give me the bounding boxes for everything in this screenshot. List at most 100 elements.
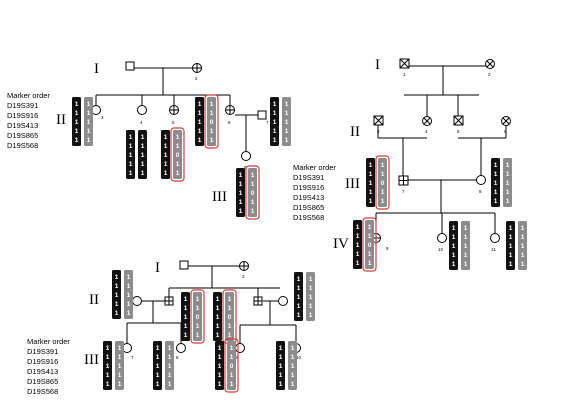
family-b-marker-5: D19S568	[293, 213, 324, 222]
family-c-marker-4: D19S865	[27, 377, 58, 386]
allele-digit: 1	[168, 363, 172, 370]
allele-digit: 1	[106, 381, 110, 388]
haplotype-bar-body	[378, 158, 387, 207]
allele-digit: 1	[494, 180, 498, 187]
female-symbol	[176, 343, 186, 353]
allele-digit: 1	[309, 294, 313, 301]
allele-digit: 1	[196, 323, 200, 330]
family-c-marker-2: D19S916	[27, 357, 58, 366]
haplotype-bar-body	[461, 221, 470, 270]
family-b-marker-4: D19S865	[293, 203, 324, 212]
allele-digit: 1	[273, 119, 277, 126]
allele-digit: 1	[464, 261, 468, 268]
haplotype-highlight-box	[170, 127, 185, 182]
individual-id: 2	[195, 76, 198, 81]
individual-id: 9	[235, 355, 238, 360]
family-a-marker-2: D19S916	[7, 111, 38, 120]
haplotype-bar-body	[181, 292, 190, 341]
allele-digit: 1	[198, 119, 202, 126]
haplotype-bar-body	[138, 130, 147, 179]
allele-digit: 1	[506, 180, 510, 187]
allele-digit: 1	[141, 161, 145, 168]
allele-digit: 1	[210, 110, 214, 117]
allele-digit: 1	[356, 242, 360, 249]
allele-digit: 1	[285, 119, 289, 126]
allele-digit: 1	[141, 152, 145, 159]
allele-digit: 1	[356, 233, 360, 240]
male-symbol	[257, 110, 267, 120]
allele-digit: 1	[87, 110, 91, 117]
family-b-gen-label-2: II	[350, 124, 360, 140]
allele-digit: 1	[184, 296, 188, 303]
allele-digit: 1	[216, 314, 220, 321]
haplotype-bar-body	[227, 341, 236, 390]
haplotype-bar-body	[366, 158, 375, 207]
allele-digit: 1	[176, 161, 180, 168]
allele-digit: 1	[164, 134, 168, 141]
allele-digit: 1	[369, 180, 373, 187]
allele-digit: 1	[216, 323, 220, 330]
family-c: I II III Marker order D19S391 D19S916 D1…	[27, 260, 315, 396]
individual-id: 3	[101, 115, 104, 120]
haplotype-bar-body	[270, 97, 279, 146]
allele-digit: 1	[210, 101, 214, 108]
individual-id: 1	[403, 72, 406, 77]
allele-digit: 1	[228, 323, 232, 330]
allele-digit: 1	[218, 345, 222, 352]
haplotype-highlight-box	[362, 217, 377, 272]
allele-digit: 1	[106, 363, 110, 370]
allele-digit: 1	[509, 243, 513, 250]
allele-digit: 1	[369, 171, 373, 178]
allele-digit: 1	[129, 161, 133, 168]
haplotype-bar-body	[112, 270, 121, 319]
family-a-gen-label-2: II	[56, 112, 66, 128]
allele-digit: 1	[368, 224, 372, 231]
individual-id: 7	[131, 355, 134, 360]
allele-digit: 1	[87, 119, 91, 126]
allele-digit: 1	[168, 372, 172, 379]
allele-digit: 1	[494, 198, 498, 205]
individual-id: 6	[228, 120, 231, 125]
allele-digit: 0	[251, 190, 255, 197]
allele-digit: 1	[228, 305, 232, 312]
allele-digit: 1	[118, 372, 122, 379]
allele-digit: 1	[156, 354, 160, 361]
allele-digit: 1	[198, 101, 202, 108]
allele-digit: 1	[230, 354, 234, 361]
allele-digit: 1	[141, 170, 145, 177]
individual-id: 4	[425, 129, 428, 134]
allele-digit: 1	[521, 225, 525, 232]
allele-digit: 1	[506, 189, 510, 196]
female-symbol	[278, 296, 288, 306]
allele-digit: 1	[141, 134, 145, 141]
individual-id: 9	[244, 165, 247, 170]
family-b-gen-label-4: IV	[333, 236, 349, 252]
allele-digit: 1	[381, 189, 385, 196]
allele-digit: 1	[356, 224, 360, 231]
allele-digit: 1	[309, 312, 313, 319]
allele-digit: 1	[156, 363, 160, 370]
family-a-marker-3: D19S413	[7, 121, 38, 130]
female-symbol	[235, 343, 245, 353]
allele-digit: 1	[118, 345, 122, 352]
allele-digit: 1	[196, 305, 200, 312]
allele-digit: 1	[129, 134, 133, 141]
allele-digit: 1	[239, 172, 243, 179]
individual-id: 8	[479, 189, 482, 194]
family-a-marker-5: D19S568	[7, 141, 38, 150]
haplotype-bar-body	[248, 168, 257, 217]
